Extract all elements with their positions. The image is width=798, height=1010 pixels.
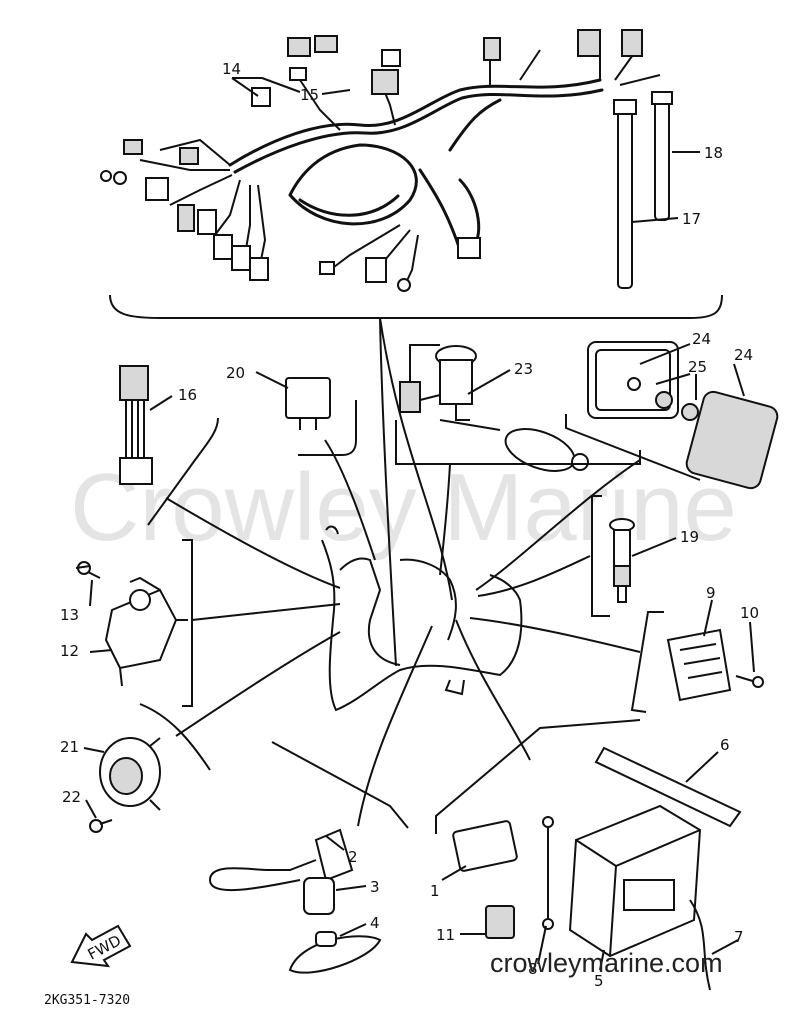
callout-22: 22 xyxy=(62,788,81,806)
bracket xyxy=(591,495,610,617)
ignition-coil[interactable] xyxy=(208,828,354,892)
relay-20[interactable] xyxy=(285,377,331,430)
rectifier-regulator[interactable] xyxy=(666,628,732,702)
callout-1: 1 xyxy=(430,882,440,900)
battery-band[interactable] xyxy=(594,746,742,828)
bracket xyxy=(147,417,219,526)
relay-11[interactable] xyxy=(485,905,515,939)
main-switch[interactable] xyxy=(104,576,188,687)
callout-3: 3 xyxy=(370,878,380,896)
callout-20: 20 xyxy=(226,364,245,382)
bracket xyxy=(565,414,701,481)
fuel-sender-unit[interactable] xyxy=(399,344,589,479)
callout-10: 10 xyxy=(740,604,759,622)
site-label: crowleymarine.com xyxy=(490,948,723,978)
bracket xyxy=(139,703,211,771)
callout-5: 5 xyxy=(594,972,604,990)
bracket xyxy=(298,400,357,456)
cable-tie-short[interactable] xyxy=(651,91,673,221)
callout-24b: 24 xyxy=(734,346,753,364)
callout-18: 18 xyxy=(704,144,723,162)
callout-2: 2 xyxy=(348,848,358,866)
flasher-relay[interactable] xyxy=(452,820,518,872)
callout-15: 15 xyxy=(300,86,319,104)
callout-14: 14 xyxy=(222,60,241,78)
callout-9: 9 xyxy=(706,584,716,602)
bracket xyxy=(630,611,664,713)
callout-16: 16 xyxy=(178,386,197,404)
bolt-22[interactable] xyxy=(89,819,113,833)
callout-6: 6 xyxy=(720,736,730,754)
callout-11: 11 xyxy=(436,926,455,944)
harness-bracket xyxy=(109,294,723,319)
horn[interactable] xyxy=(99,737,161,811)
wire-harness[interactable] xyxy=(100,29,661,292)
bracket xyxy=(271,741,409,829)
battery-lead[interactable] xyxy=(542,816,554,930)
reflector-nut[interactable] xyxy=(655,391,699,421)
callout-ticks xyxy=(75,77,755,971)
callout-12: 12 xyxy=(60,642,79,660)
callout-4: 4 xyxy=(370,914,380,932)
diagram-code: 2KG351-7320 xyxy=(44,993,130,1008)
callout-13: 13 xyxy=(60,606,79,624)
watermark: Crowley Marine xyxy=(70,454,737,561)
cable-tie-long[interactable] xyxy=(613,99,637,289)
connector-lead[interactable] xyxy=(119,365,153,485)
callout-24a: 24 xyxy=(692,330,711,348)
callout-8: 8 xyxy=(528,960,538,978)
scooter-frame-outline xyxy=(321,525,523,712)
gauge-unit-19[interactable] xyxy=(609,518,635,603)
bolt-10[interactable] xyxy=(735,675,764,688)
callout-19: 19 xyxy=(680,528,699,546)
plug-seal[interactable] xyxy=(288,931,382,974)
battery[interactable] xyxy=(568,804,702,958)
bracket xyxy=(435,719,641,834)
callout-23: 23 xyxy=(514,360,533,378)
leader-lines xyxy=(165,317,641,827)
fwd-arrow: FWD xyxy=(70,924,132,968)
breather-pipe[interactable] xyxy=(689,899,711,991)
callout-7: 7 xyxy=(734,928,744,946)
callout-labels: 14 15 18 17 16 20 23 24 25 24 19 13 12 9… xyxy=(60,60,759,990)
screw-13[interactable] xyxy=(77,561,101,579)
reflector-side[interactable] xyxy=(684,390,779,491)
callout-21: 21 xyxy=(60,738,79,756)
spark-plug-cap[interactable] xyxy=(303,877,335,915)
callout-17: 17 xyxy=(682,210,701,228)
bracket xyxy=(182,539,193,707)
callout-25: 25 xyxy=(688,358,707,376)
